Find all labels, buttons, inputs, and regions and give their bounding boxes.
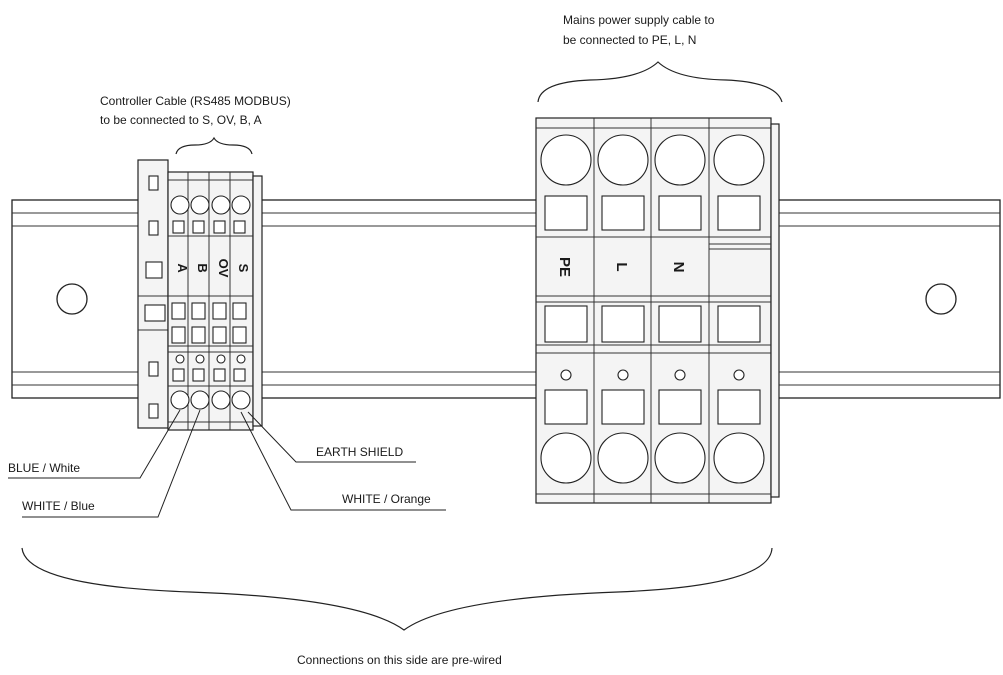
brace-mains-cable [537, 61, 783, 103]
terminal-label-s: S [236, 264, 251, 273]
label-white-orange: WHITE / Orange [342, 492, 431, 506]
label-blue-white: BLUE / White [8, 461, 80, 475]
terminal-label-n: N [670, 262, 687, 273]
mains-cable-note-line1: Mains power supply cable to [563, 13, 715, 27]
mains-terminal-block: PE L N [535, 117, 780, 504]
prewired-note: Connections on this side are pre-wired [297, 653, 502, 667]
brace-controller-cable [175, 136, 253, 155]
label-white-blue: WHITE / Blue [22, 499, 95, 513]
terminal-label-a: A [175, 263, 190, 273]
mains-cable-note-line2: be connected to PE, L, N [563, 33, 696, 47]
terminal-label-pe: PE [556, 257, 573, 277]
terminal-label-b: B [195, 263, 210, 272]
rail-mounting-hole-left [56, 283, 88, 315]
terminal-label-l: L [613, 262, 630, 271]
terminal-label-ov: OV [216, 259, 231, 278]
brace-prewired-side [21, 547, 773, 631]
label-earth-shield: EARTH SHIELD [316, 445, 403, 459]
controller-terminal-block: A B OV S [137, 159, 263, 431]
controller-cable-note-line1: Controller Cable (RS485 MODBUS) [100, 94, 291, 108]
rail-mounting-hole-right [925, 283, 957, 315]
controller-cable-note-line2: to be connected to S, OV, B, A [100, 113, 262, 127]
wire-leader-lines [8, 409, 446, 518]
